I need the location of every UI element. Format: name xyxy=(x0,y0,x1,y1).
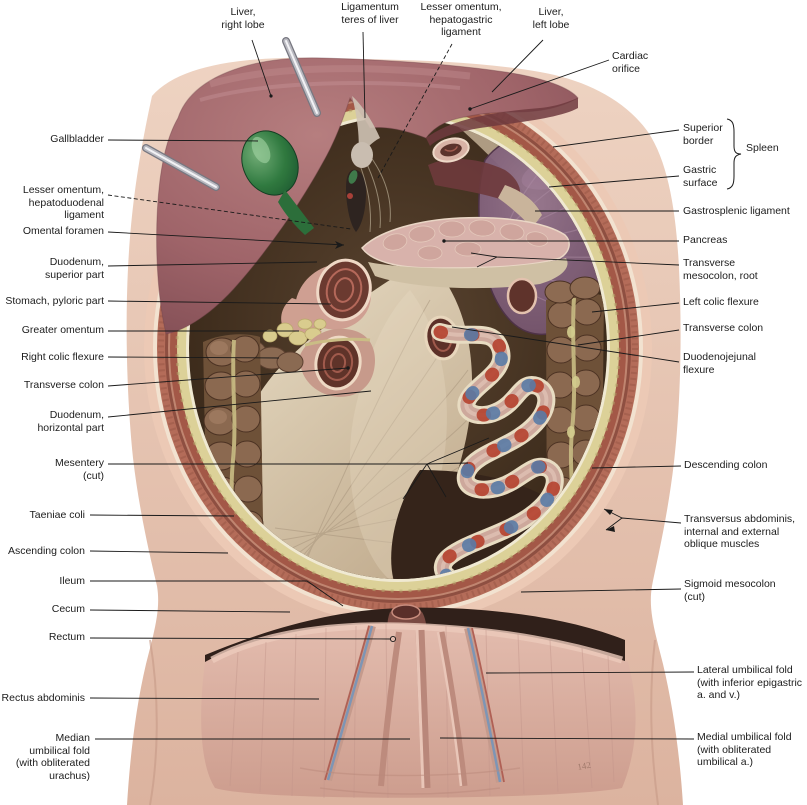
label-gallbladder: Gallbladder xyxy=(50,133,104,145)
label-ligamentum-teres: Ligamentum teres of liver xyxy=(341,1,399,26)
label-duodenum-horizontal: Duodenum, horizontal part xyxy=(37,409,104,434)
label-cardiac-orifice: Cardiac orifice xyxy=(612,50,649,75)
retractor-rod-top xyxy=(282,37,321,117)
label-stomach-pyloric: Stomach, pyloric part xyxy=(5,295,104,307)
label-right-colic-flexure: Right colic flexure xyxy=(21,351,104,363)
left-colic-flexure-shape xyxy=(506,276,601,315)
label-omental-foramen: Omental foramen xyxy=(22,225,104,237)
median-umbilical-fold-shape xyxy=(415,629,431,789)
hepatic-artery xyxy=(347,193,353,199)
label-spleen-superior-border: Superior border xyxy=(683,122,723,147)
gallbladder-shape xyxy=(241,130,314,235)
ligamentum-teres-shape xyxy=(351,142,373,168)
leader-lines xyxy=(89,31,742,740)
label-liver-left-lobe: Liver, left lobe xyxy=(532,6,570,31)
label-left-colic-flexure: Left colic flexure xyxy=(683,296,759,308)
hepatoduodenal-ligament-shape xyxy=(346,155,391,233)
cardia-stub xyxy=(432,137,470,163)
label-median-umbilical-fold: Median umbilical fold (with obliterated … xyxy=(15,732,90,782)
thigh-crease-left xyxy=(149,639,158,805)
label-cecum: Cecum xyxy=(51,603,85,615)
lateral-umbilical-fold-right-shape xyxy=(464,627,505,783)
label-transverse-mesocolon-root: Transverse mesocolon, root xyxy=(683,257,758,282)
lateral-umbilical-fold-left-shape xyxy=(324,624,376,782)
cut-stomach-edge xyxy=(428,158,521,205)
label-duodenojejunal-flexure: Duodenojejunal flexure xyxy=(683,351,756,376)
label-lesser-omentum-hepatoduodenal: Lesser omentum, hepatoduodenal ligament xyxy=(22,184,104,221)
label-transversus-abdominis: Transversus abdominis, internal and exte… xyxy=(684,513,796,550)
pelvic-fascia-panel: 142 xyxy=(201,622,636,799)
label-descending-colon: Descending colon xyxy=(684,459,768,471)
label-spleen: Spleen xyxy=(746,142,779,154)
label-greater-omentum: Greater omentum xyxy=(21,324,104,336)
label-mesentery-cut: Mesentery (cut) xyxy=(54,457,104,482)
label-transverse-colon-right: Transverse colon xyxy=(683,322,764,334)
label-medial-umbilical-fold: Medial umbilical fold (with obliterated … xyxy=(697,731,792,768)
label-lesser-omentum-hepatogastric: Lesser omentum, hepatogastric ligament xyxy=(420,1,502,38)
label-sigmoid-mesocolon: Sigmoid mesocolon (cut) xyxy=(684,578,776,603)
thigh-crease-right xyxy=(650,639,659,805)
label-gastrosplenic-ligament: Gastrosplenic ligament xyxy=(683,205,790,217)
label-pancreas: Pancreas xyxy=(683,234,728,246)
greater-omentum-shape xyxy=(262,318,335,350)
label-rectus-abdominis: Rectus abdominis xyxy=(1,692,85,704)
label-duodenum-superior: Duodenum, superior part xyxy=(45,256,104,281)
label-lateral-umbilical-fold: Lateral umbilical fold (with inferior ep… xyxy=(697,664,803,701)
label-rectum: Rectum xyxy=(48,631,85,643)
label-spleen-gastric-surface: Gastric surface xyxy=(683,164,718,189)
bile-duct xyxy=(348,170,358,184)
label-ileum: Ileum xyxy=(59,575,85,587)
medial-umbilical-fold-left-shape xyxy=(378,631,402,787)
small-bowel-ribbon xyxy=(431,323,569,579)
label-liver-right-lobe: Liver, right lobe xyxy=(221,6,265,31)
label-taeniae-coli: Taeniae coli xyxy=(29,509,85,521)
artist-signature: 142 xyxy=(577,760,592,772)
liver-shape xyxy=(156,57,579,335)
retractor-rod-left xyxy=(142,144,220,191)
spleen-bracket xyxy=(726,118,742,190)
transverse-colon-stub xyxy=(299,328,376,397)
gastrosplenic-ligament-shape xyxy=(498,185,542,228)
pancreas-shape xyxy=(361,216,570,269)
label-ascending-colon: Ascending colon xyxy=(7,545,85,557)
label-transverse-colon-left: Transverse colon xyxy=(23,379,104,391)
medial-umbilical-fold-right-shape xyxy=(437,631,468,787)
